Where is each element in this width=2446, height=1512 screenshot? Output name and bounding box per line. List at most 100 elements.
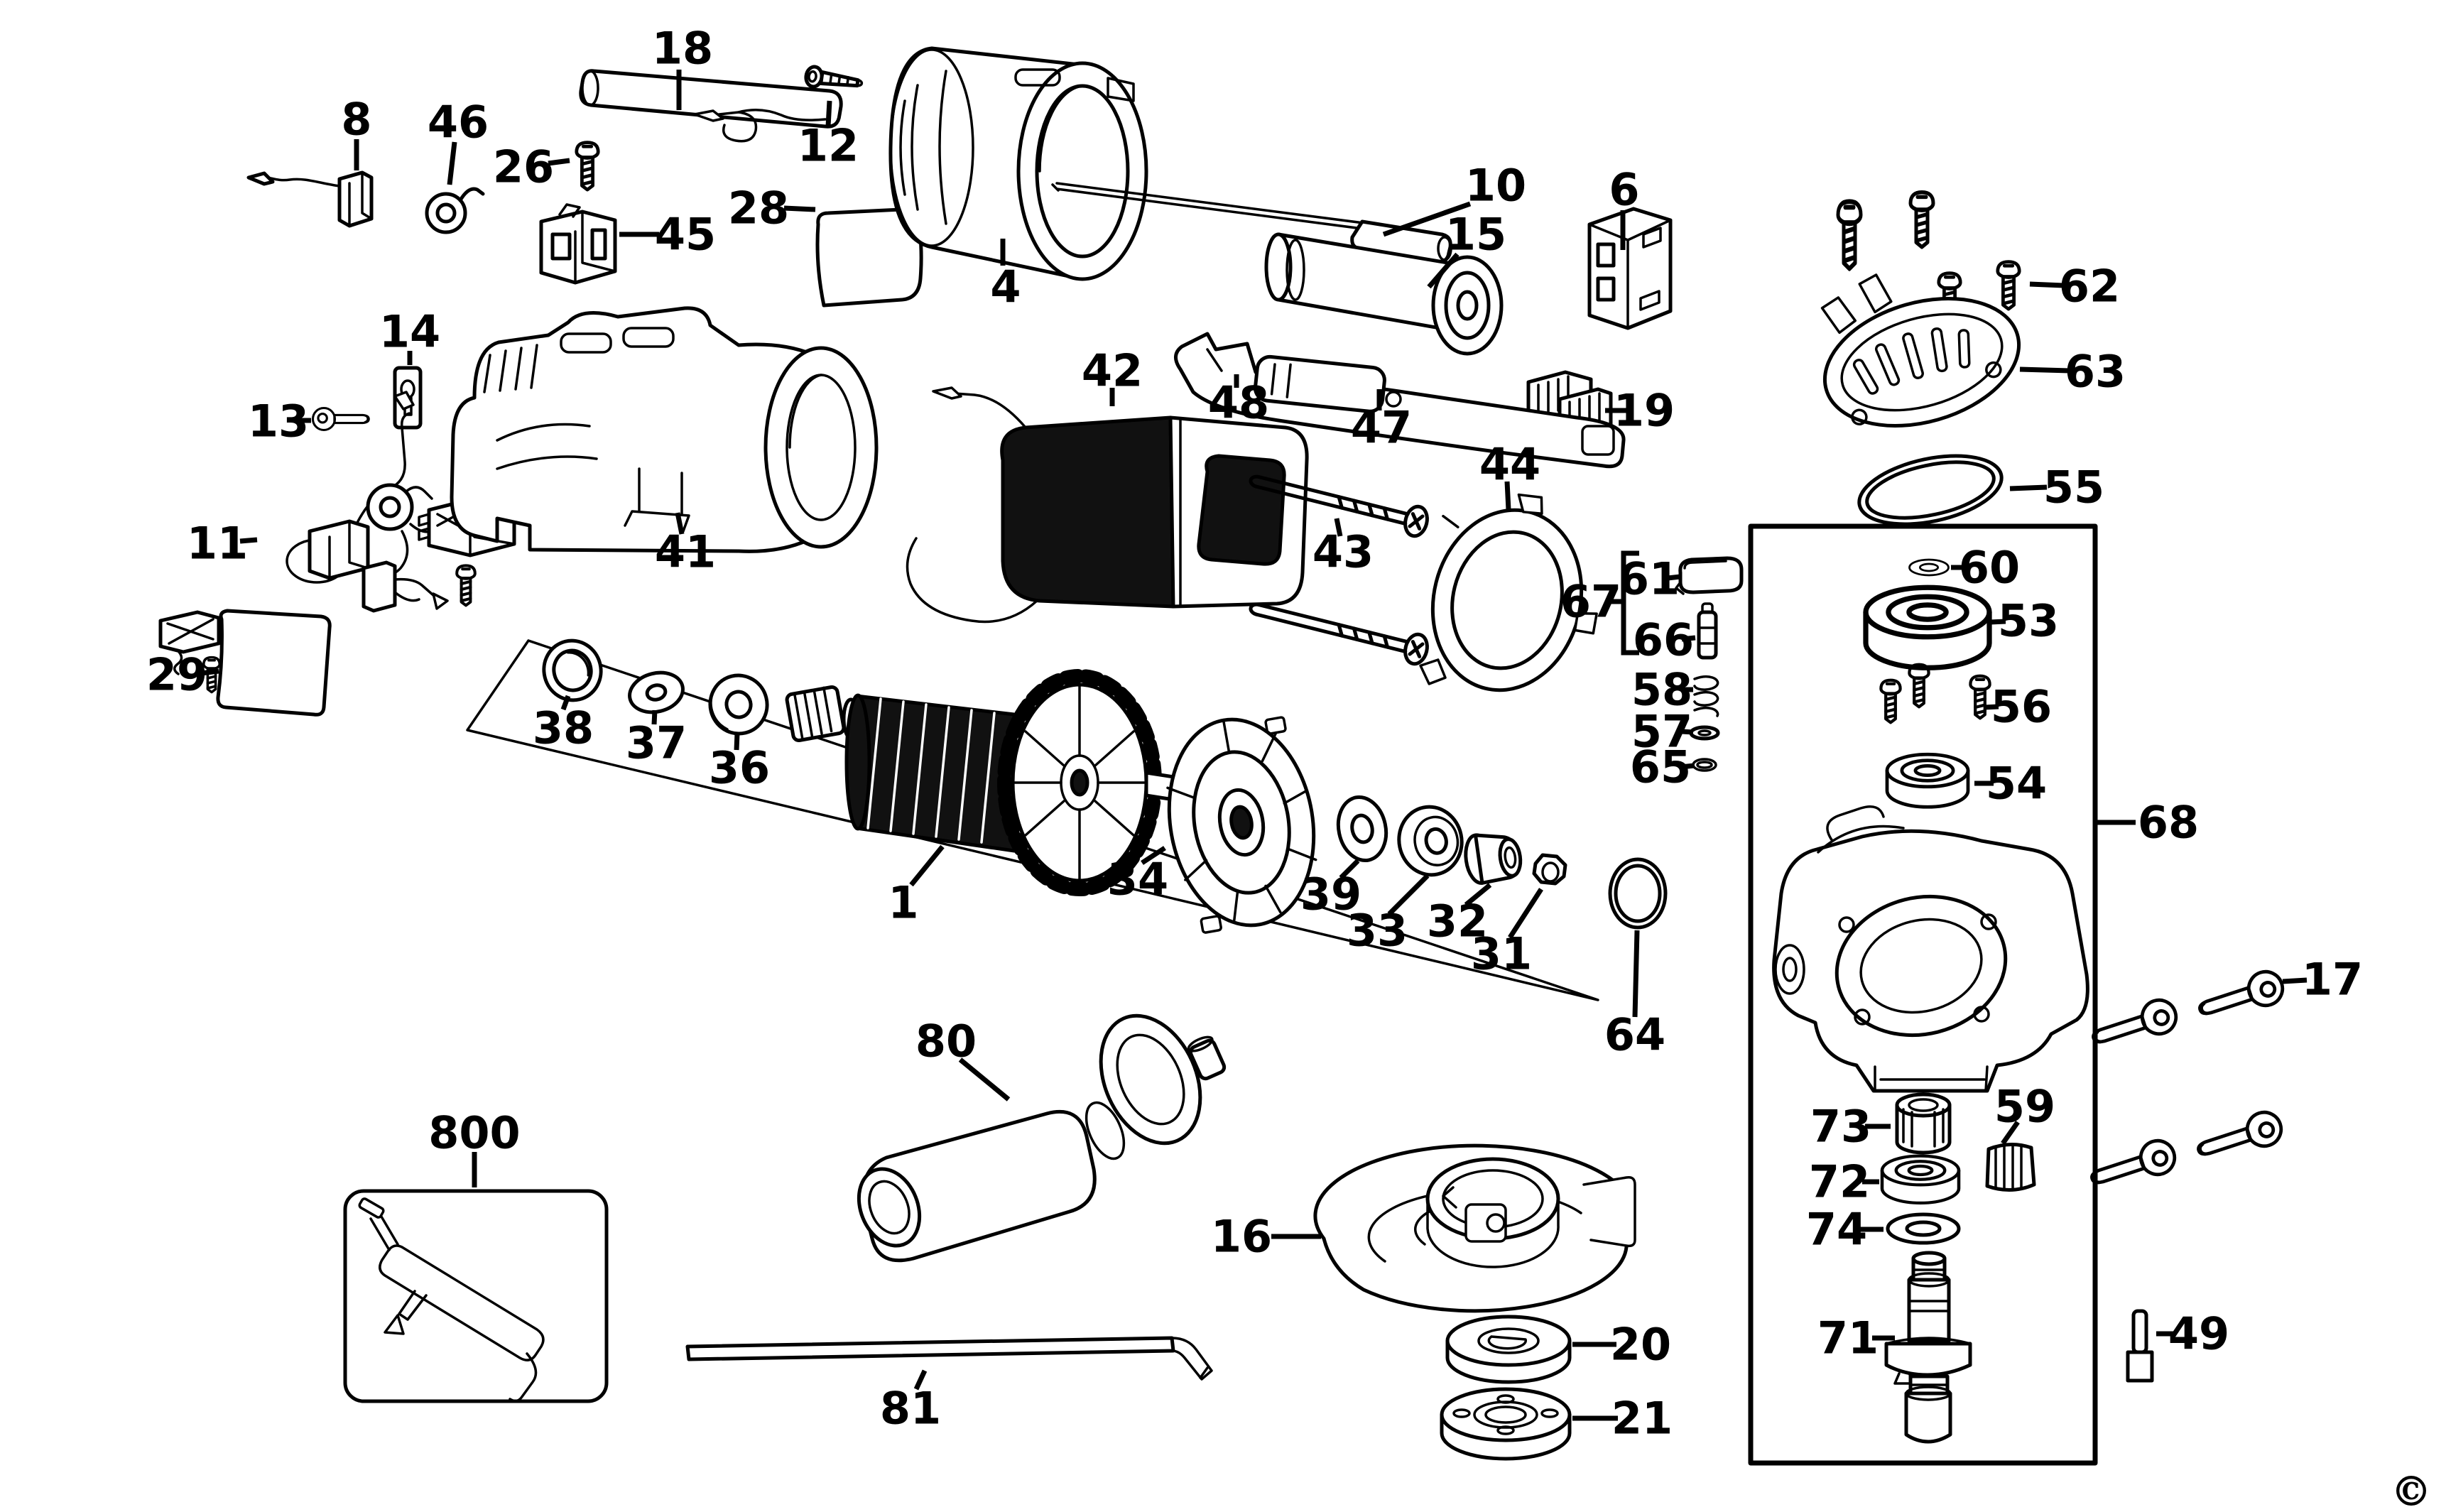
leader-line-26 — [548, 158, 570, 166]
leader-line-33 — [1387, 874, 1430, 916]
part-74-washer-art — [1888, 1214, 1959, 1243]
part-label-56: 56 — [1991, 681, 2052, 733]
part-34-baffle-art — [1166, 716, 1317, 934]
part-label-54: 54 — [1986, 758, 2047, 810]
part-12-screw-art — [804, 65, 864, 89]
part-label-38: 38 — [533, 702, 594, 754]
part-label-10: 10 — [1465, 160, 1526, 212]
part-81-wrench-art — [685, 1336, 1213, 1381]
leader-line-32 — [1464, 883, 1492, 907]
part-45-switch-art — [539, 203, 617, 285]
leader-line-37 — [651, 709, 658, 725]
part-label-80: 80 — [915, 1016, 977, 1067]
part-21-flange-nut-art — [1440, 1387, 1572, 1461]
leader-line-61 — [1667, 574, 1681, 581]
part-label-45: 45 — [655, 209, 716, 261]
leader-line-11 — [239, 537, 258, 544]
leader-line-57 — [1681, 729, 1694, 735]
part-800-kit-art — [343, 1189, 609, 1403]
part-13-screw-art — [311, 406, 370, 432]
part-60-washer-art — [1908, 558, 1950, 577]
gear-case-art — [1772, 805, 2089, 1093]
part-37-washer-art — [628, 670, 685, 714]
part-28-label-art — [815, 207, 923, 308]
part-label-55: 55 — [2043, 462, 2104, 513]
leader-line-34 — [1141, 846, 1166, 865]
leader-line-46 — [447, 141, 457, 185]
leader-line-41 — [675, 512, 685, 535]
leader-lines — [200, 70, 2308, 1421]
leader-line-62 — [2029, 281, 2065, 288]
part-1-armature-art — [785, 669, 1205, 896]
part-29-label-art — [216, 609, 332, 717]
part-label-39: 39 — [1300, 869, 1361, 920]
part-label-19: 19 — [1614, 385, 1675, 437]
part-label-1: 1 — [888, 877, 918, 929]
part-46-clip-art — [425, 187, 485, 234]
part-label-36: 36 — [709, 742, 770, 794]
part-17-screws-art — [2087, 967, 2287, 1195]
part-label-63: 63 — [2065, 346, 2126, 398]
part-label-21: 21 — [1611, 1393, 1673, 1445]
leader-line-39 — [1339, 859, 1360, 880]
part-label-44: 44 — [1479, 439, 1540, 491]
leader-line-55 — [2009, 484, 2048, 491]
leader-line-63 — [2019, 366, 2070, 374]
part-label-47: 47 — [1351, 402, 1412, 454]
part-label-12: 12 — [798, 120, 859, 172]
part-label-17: 17 — [2302, 954, 2363, 1006]
part-8-brush-art — [246, 170, 374, 228]
part-label-48: 48 — [1208, 377, 1269, 429]
leader-line-66 — [1681, 635, 1696, 642]
leader-line-10 — [1382, 201, 1472, 237]
part-42-stator-art — [906, 386, 1309, 624]
part-label-33: 33 — [1347, 905, 1408, 957]
part-54-bearing-art — [1887, 754, 1968, 807]
part-label-58: 58 — [1631, 664, 1692, 716]
part-label-60: 60 — [1959, 542, 2020, 594]
part-label-68: 68 — [2138, 797, 2199, 849]
cluster-screw-art — [457, 565, 475, 605]
part-label-59: 59 — [1994, 1081, 2055, 1133]
leader-line-64 — [1632, 930, 1640, 1018]
part-label-49: 49 — [2168, 1308, 2229, 1360]
part-15-handle-bar-art — [1264, 232, 1504, 356]
part-72-bearing-art — [1882, 1156, 1959, 1203]
part-10-rod-art — [1051, 182, 1452, 263]
part-label-71: 71 — [1817, 1312, 1879, 1364]
part-39-washer-art — [1336, 795, 1388, 863]
part-59-brush-art — [1985, 1143, 2036, 1192]
leader-line-31 — [1508, 888, 1543, 939]
part-16-guard-art — [1313, 1143, 1636, 1313]
brush-lead-art — [362, 560, 449, 613]
leader-line-38 — [560, 695, 571, 711]
part-63-cover-art — [1820, 273, 2021, 428]
part-label-67: 67 — [1560, 576, 1621, 628]
leader-line-67 — [1621, 550, 1639, 656]
part-label-81: 81 — [880, 1383, 941, 1435]
part-label-4: 4 — [990, 261, 1021, 313]
part-label-29: 29 — [146, 649, 207, 701]
leader-line-59 — [2001, 1120, 2020, 1146]
part-label-64: 64 — [1604, 1009, 1665, 1061]
part-56-screws-art — [1881, 665, 1989, 723]
part-label-18: 18 — [652, 23, 713, 75]
leader-line-1 — [909, 844, 945, 887]
leader-line-28 — [783, 205, 816, 212]
part-49-pin-art — [2126, 1309, 2154, 1383]
part-label-46: 46 — [428, 97, 489, 148]
part-label-14: 14 — [379, 306, 440, 358]
part-label-53: 53 — [1998, 595, 2059, 647]
part-57-seal-art — [1689, 725, 1720, 741]
part-label-37: 37 — [626, 717, 687, 769]
part-58-spring-art — [1693, 675, 1719, 717]
part-label-26: 26 — [493, 141, 554, 193]
leader-line-12 — [825, 100, 832, 127]
part-66-pin-art — [1697, 602, 1718, 660]
leader-line-43 — [1334, 518, 1343, 537]
part-label-28: 28 — [728, 183, 789, 234]
part-label-66: 66 — [1633, 614, 1694, 666]
